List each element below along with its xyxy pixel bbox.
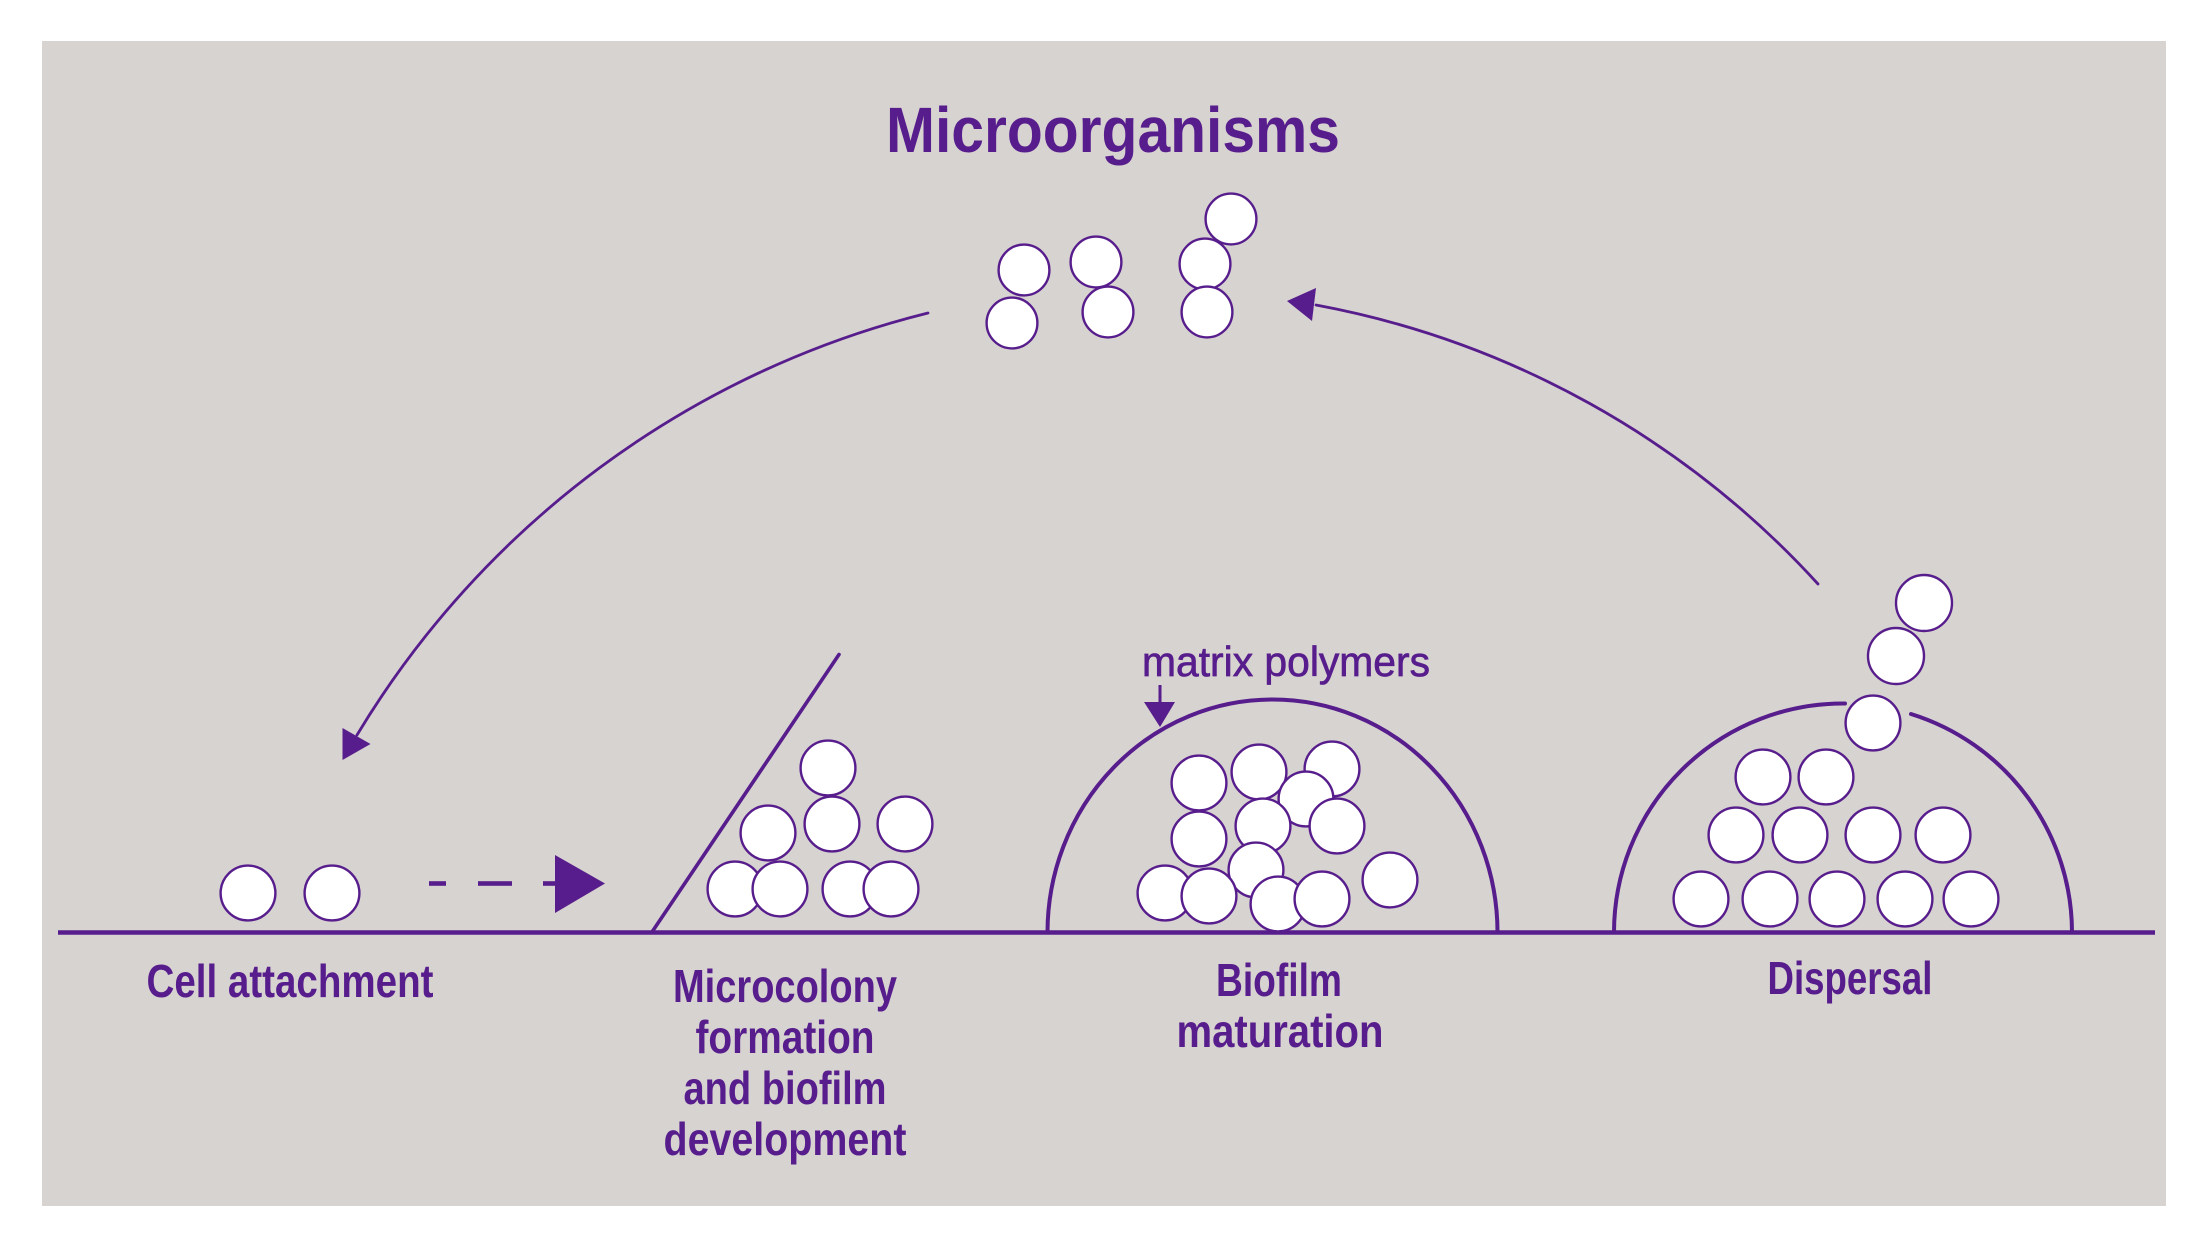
svg-text:and biofilm: and biofilm [684,1062,887,1114]
svg-text:Biofilm: Biofilm [1216,954,1342,1006]
svg-text:Microcolony: Microcolony [673,960,897,1012]
svg-text:formation: formation [696,1011,875,1063]
svg-text:Dispersal: Dispersal [1768,952,1933,1004]
svg-text:matrix polymers: matrix polymers [1142,638,1430,685]
svg-text:Microorganisms: Microorganisms [886,94,1340,166]
svg-text:Cell attachment: Cell attachment [147,955,434,1007]
svg-text:development: development [664,1113,907,1165]
svg-text:maturation: maturation [1177,1005,1384,1057]
